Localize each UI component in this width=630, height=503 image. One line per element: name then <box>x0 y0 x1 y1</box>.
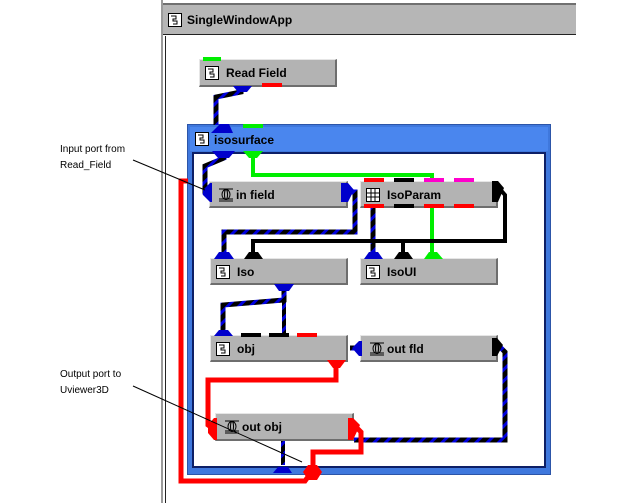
input-port-note: Input port from Read_Field <box>60 142 125 174</box>
port-render <box>364 204 384 208</box>
app-window-titlebar[interactable]: SingleWindowApp <box>163 5 576 35</box>
module-obj[interactable]: obj <box>210 335 348 362</box>
module-icon <box>205 66 219 80</box>
network-canvas[interactable] <box>165 36 576 503</box>
module-icon <box>168 13 182 27</box>
output-port-note: Output port to Uviewer3D <box>60 367 121 399</box>
macro-titlebar[interactable]: isosurface <box>190 127 548 151</box>
note-line: Output port to <box>60 369 122 380</box>
port-parameter <box>492 181 504 202</box>
port-render <box>364 178 384 182</box>
link-icon <box>224 420 240 439</box>
wire-render <box>178 178 316 484</box>
port-field <box>233 86 252 92</box>
port-parameter <box>394 178 414 182</box>
wire-field <box>213 87 244 125</box>
port-field <box>341 183 354 202</box>
port-ui <box>424 252 443 259</box>
module-label: IsoParam <box>387 188 442 202</box>
module-label: Read Field <box>226 66 287 80</box>
link-icon <box>218 188 234 207</box>
port-field <box>212 151 235 158</box>
port-linked <box>424 178 444 182</box>
annotation-leader <box>132 385 303 463</box>
macro-title: isosurface <box>214 133 275 147</box>
module-label: Iso <box>237 265 255 279</box>
port-parameter <box>394 252 413 259</box>
port-field <box>214 330 233 336</box>
port-field <box>274 284 294 291</box>
port-field <box>492 338 503 356</box>
module-out-fld[interactable]: out fld <box>360 335 498 362</box>
wire-ui <box>251 152 434 181</box>
note-line: Input port from <box>60 144 126 155</box>
port-render <box>424 204 444 208</box>
module-label: obj <box>237 342 255 356</box>
module-icon <box>195 132 209 146</box>
module-label: in field <box>236 188 275 202</box>
port-parameter <box>241 333 261 337</box>
wire-field <box>220 285 287 335</box>
wire-render <box>310 423 364 468</box>
port-field <box>364 252 383 259</box>
module-icon <box>366 265 380 279</box>
port-ui <box>243 124 263 128</box>
port-render <box>297 333 317 337</box>
port-field <box>273 467 292 473</box>
port-render <box>262 83 282 87</box>
port-linked <box>454 178 474 182</box>
grid-cube-icon <box>366 188 380 202</box>
port-ui <box>243 151 263 158</box>
port-field <box>203 183 212 202</box>
module-label: out fld <box>387 342 424 356</box>
wire-field <box>354 343 508 443</box>
wire-parameter <box>251 186 507 258</box>
port-field <box>214 252 234 259</box>
port-parameter <box>269 333 289 337</box>
note-line: Read_Field <box>60 160 112 171</box>
port-render <box>208 418 217 440</box>
port-field <box>352 341 362 356</box>
app-window-frame <box>161 0 576 503</box>
module-icon <box>216 342 230 356</box>
link-icon <box>369 342 385 361</box>
port-ui <box>203 57 221 61</box>
module-label: IsoUI <box>387 265 417 279</box>
wire-field <box>221 189 358 258</box>
port-parameter <box>394 204 414 208</box>
port-parameter <box>244 252 263 259</box>
annotation-leader <box>132 159 206 191</box>
module-label: out obj <box>242 420 282 434</box>
port-render <box>303 465 322 480</box>
port-render <box>454 204 474 208</box>
module-icon <box>216 265 230 279</box>
window-top-edge <box>163 3 576 5</box>
port-render <box>327 360 346 368</box>
port-render <box>348 418 360 440</box>
wire-render <box>205 362 339 433</box>
port-field <box>211 124 233 133</box>
note-line: Uviewer3D <box>60 385 109 396</box>
app-window-title: SingleWindowApp <box>187 13 293 27</box>
